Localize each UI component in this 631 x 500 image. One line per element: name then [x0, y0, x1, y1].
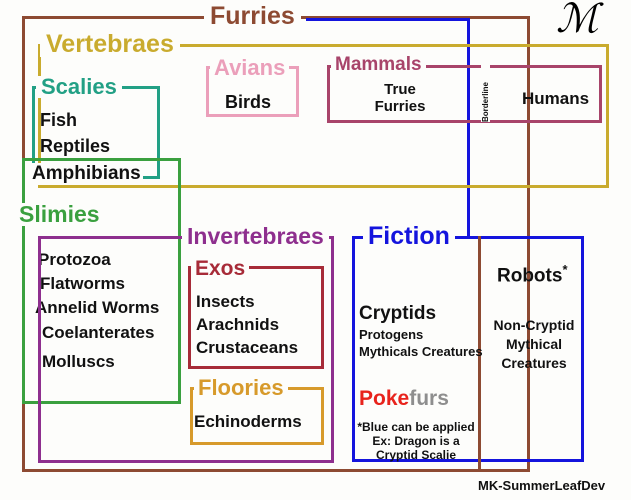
- slimies-item-annelid-worms: Annelid Worms: [35, 298, 160, 317]
- group-box-fiction: [352, 236, 584, 462]
- non-cryptid-line3: Creatures: [501, 355, 567, 371]
- slimies-item-coelanterates: Coelanterates: [42, 323, 155, 342]
- group-label-avians: Avians: [210, 57, 290, 79]
- group-label-invertebraes: Invertebraes: [182, 225, 329, 248]
- group-label-slimies: Slimies: [14, 203, 105, 226]
- pokefurs-suffix: furs: [409, 387, 449, 410]
- fiction-robots-heading: Robots*: [497, 262, 568, 287]
- credit-text: MK-SummerLeafDev: [478, 478, 606, 493]
- avians-item-birds: Birds: [225, 92, 272, 112]
- true-furries-line2: Furries: [374, 98, 426, 115]
- robots-asterisk: *: [562, 262, 568, 277]
- robots-label: Robots: [497, 265, 563, 287]
- slimies-item-molluscs: Molluscs: [42, 352, 115, 371]
- fiction-pokefurs: Pokefurs: [359, 387, 449, 411]
- shared-item-amphibians: Amphibians: [30, 163, 143, 185]
- group-box-mammals: [327, 65, 602, 123]
- mammals-item-true-furries: True Furries: [355, 81, 445, 115]
- exos-item-arachnids: Arachnids: [196, 315, 280, 334]
- mammals-item-humans: Humans: [522, 89, 590, 108]
- fiction-connector-horizontal: [306, 18, 470, 21]
- group-box-exos: [188, 266, 324, 369]
- exos-item-insects: Insects: [196, 292, 255, 311]
- scalies-item-fish: Fish: [40, 110, 78, 130]
- fiction-item-mythicals-creatures: Mythicals Creatures: [359, 344, 483, 359]
- floories-item-echinoderms: Echinoderms: [194, 412, 302, 431]
- fiction-non-cryptid-mythical-creatures: Non-Cryptid Mythical Creatures: [484, 316, 584, 373]
- group-label-furries: Furries: [204, 4, 301, 29]
- fiction-footnote: *Blue can be applied Ex: Dragon is a Cry…: [355, 420, 477, 462]
- group-label-vertebraes: Vertebraes: [40, 32, 180, 57]
- group-label-scalies: Scalies: [36, 76, 122, 98]
- group-label-exos: Exos: [191, 258, 250, 279]
- furries-boundary-through-fiction: [478, 236, 481, 472]
- pokefurs-prefix: Poke: [359, 387, 410, 410]
- group-box-vertebraes: [38, 44, 609, 188]
- slimies-item-flatworms: Flatworms: [40, 274, 126, 293]
- scalies-item-reptiles: Reptiles: [40, 136, 111, 156]
- exos-item-crustaceans: Crustaceans: [196, 338, 299, 357]
- non-cryptid-line2: Mythical: [505, 336, 562, 352]
- artist-signature-icon: ℳ: [556, 0, 599, 42]
- fiction-item-protogens: Protogens: [359, 327, 424, 342]
- non-cryptid-line1: Non-Cryptid: [493, 317, 575, 333]
- borderline-label: Borderline: [481, 62, 490, 122]
- footnote-line1: *Blue can be applied: [357, 420, 475, 434]
- group-label-mammals: Mammals: [331, 55, 426, 74]
- group-label-floories: Floories: [194, 377, 288, 399]
- group-box-slimies: [22, 158, 181, 404]
- fiction-cryptids-heading: Cryptids: [359, 303, 437, 324]
- true-furries-line1: True: [384, 81, 416, 98]
- footnote-line2: Ex: Dragon is a: [372, 434, 460, 448]
- slimies-item-protozoa: Protozoa: [38, 250, 111, 269]
- group-label-fiction: Fiction: [363, 224, 455, 249]
- fiction-connector-vertical: [467, 18, 470, 236]
- footnote-line3: Cryptid Scalie: [375, 448, 457, 462]
